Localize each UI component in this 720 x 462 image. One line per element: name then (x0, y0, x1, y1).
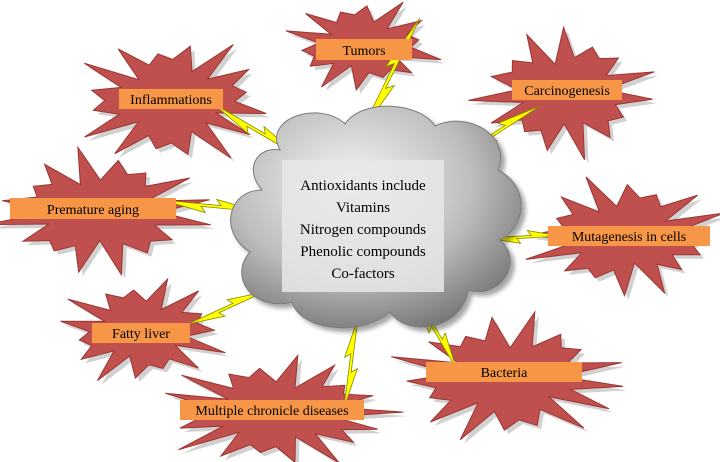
label-fatty-liver: Fatty liver (92, 323, 190, 343)
label-carcinogenesis: Carcinogenesis (512, 80, 622, 100)
label-text: Carcinogenesis (524, 84, 610, 99)
center-line-4: Phenolic compounds (300, 244, 426, 260)
label-chronic-diseases: Multiple chronicle diseases (180, 400, 364, 420)
label-box (316, 39, 412, 60)
center-line-5: Co-factors (331, 266, 394, 282)
label-box (512, 80, 622, 100)
label-mutagenesis: Mutagenesis in cells (548, 226, 710, 246)
center-line-1: Antioxidants include (300, 178, 426, 194)
label-premature-aging: Premature aging (10, 198, 176, 219)
label-tumors: Tumors (316, 39, 412, 60)
label-box (119, 89, 223, 109)
label-text: Premature aging (47, 203, 139, 218)
center-cloud: Antioxidants include Vitamins Nitrogen c… (230, 105, 522, 329)
label-box (10, 198, 176, 219)
label-text: Inflammations (130, 93, 212, 108)
label-text: Multiple chronicle diseases (195, 404, 348, 419)
center-line-3: Nitrogen compounds (300, 222, 426, 238)
label-text: Mutagenesis in cells (572, 230, 686, 245)
label-inflammations: Inflammations (119, 89, 223, 109)
center-line-2: Vitamins (336, 200, 390, 216)
label-bacteria: Bacteria (426, 362, 582, 382)
label-box (180, 400, 364, 420)
label-text: Fatty liver (112, 327, 170, 342)
label-box (548, 226, 710, 246)
label-box (426, 362, 582, 382)
label-box (92, 323, 190, 343)
label-text: Tumors (342, 44, 385, 59)
center-box (282, 160, 444, 292)
label-text: Bacteria (481, 366, 528, 381)
